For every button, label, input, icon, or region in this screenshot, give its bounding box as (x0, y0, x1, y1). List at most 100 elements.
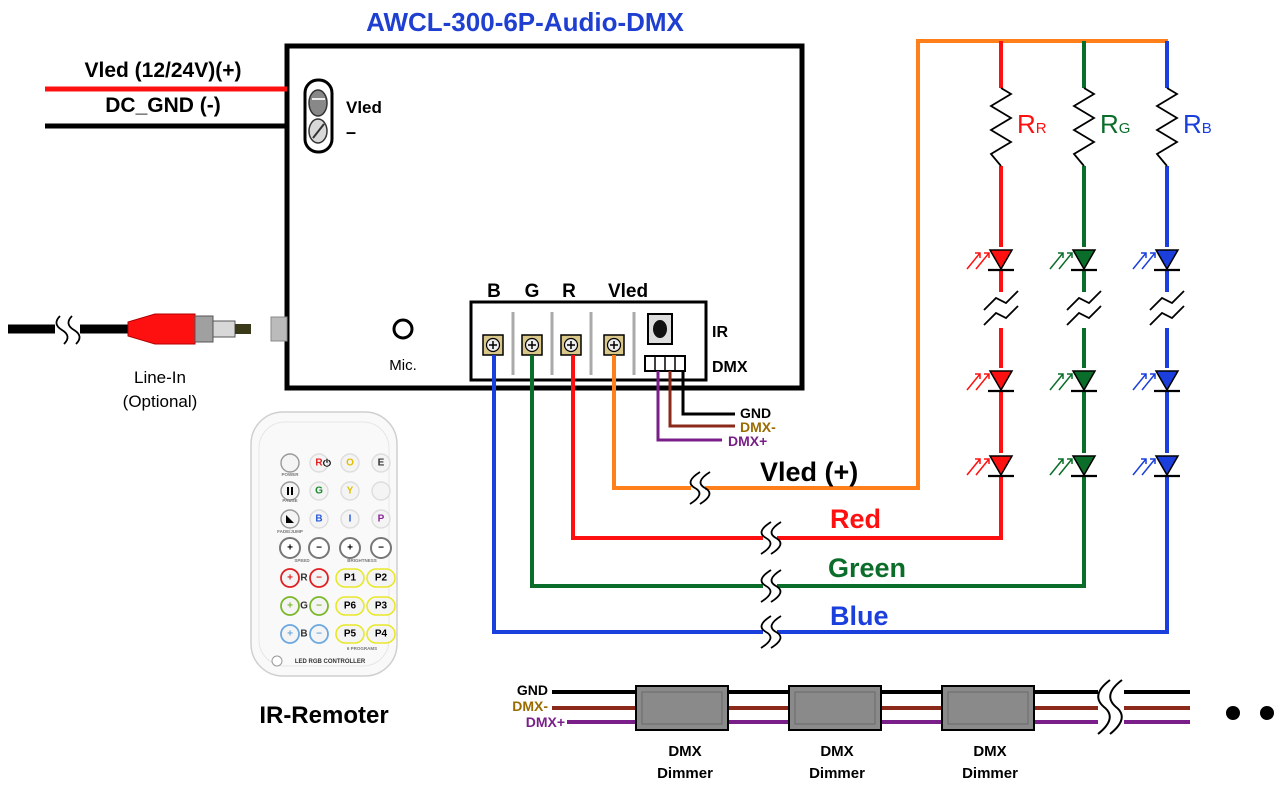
green-wire-label: Green (828, 553, 906, 583)
remote-g-plus (280, 596, 300, 616)
dmx-dimmer-2 (788, 685, 882, 731)
remote-btn-p (371, 509, 391, 529)
remote-btn-power (280, 453, 300, 473)
remote-btn-p-label: P (378, 514, 385, 525)
remote-b-minus-label: − (316, 629, 322, 640)
screw-g (521, 334, 543, 356)
led-green-3 (1049, 453, 1098, 478)
mic-label: Mic. (389, 357, 417, 374)
continuation-dot-1 (1226, 706, 1240, 720)
remote-speed-minus-label: − (316, 543, 322, 554)
remote-btn-e (371, 453, 391, 473)
remote-g-minus-label: − (316, 601, 322, 612)
terminal-screws (482, 312, 636, 375)
screw-b (482, 334, 504, 356)
remote-power-label: POWER (281, 472, 299, 477)
line-in-label: Line-In (134, 368, 186, 387)
led-blue-1 (1132, 247, 1181, 272)
remote-btn-p4-label: P4 (375, 629, 388, 640)
remote-brightness-label: BRIGHTNESS (347, 558, 377, 563)
remote-btn-p1 (335, 568, 365, 588)
mic-icon (392, 318, 414, 340)
remote-btn-blank (371, 481, 391, 501)
remote-btn-p5-label: P5 (344, 629, 357, 640)
remote-speed-plus-label: + (287, 543, 293, 554)
switch-minus-label: – (346, 122, 356, 142)
wire-break-marks (691, 481, 777, 639)
line-in-optional-label: (Optional) (123, 392, 198, 411)
led-break-red (983, 290, 1019, 328)
dmx-socket-icon (644, 355, 686, 372)
remote-bright-plus (339, 537, 361, 559)
dmx-dimmer-1 (635, 685, 729, 731)
dimmer-2-line2: Dimmer (809, 765, 865, 782)
remote-pause-label: PAUSE (282, 498, 297, 503)
remote-btn-o-label: O (346, 458, 354, 469)
diagram-title: AWCL-300-6P-Audio-DMX (366, 7, 684, 37)
remote-programs-label: 6 PROGRAMS (347, 646, 377, 651)
power-switch (303, 78, 334, 154)
remote-btn-p4 (366, 624, 396, 644)
led-red-2 (966, 368, 1015, 393)
remote-btn-p3-label: P3 (375, 601, 388, 612)
blue-wire (492, 41, 1169, 634)
ir-receiver-icon (647, 313, 673, 345)
terminal-label-g: G (525, 281, 540, 302)
resistor-red (989, 87, 1013, 167)
remote-speed-minus (308, 537, 330, 559)
remote-btn-o (340, 453, 360, 473)
remote-brand-label: LED RGB CONTROLLER (295, 659, 366, 665)
remote-btn-p6-label: P6 (344, 601, 357, 612)
remote-r-plus (280, 568, 300, 588)
remote-btn-i (340, 509, 360, 529)
remote-b-plus-label: + (287, 629, 293, 640)
dmx-socket-plus-label: DMX+ (728, 433, 767, 449)
led-red-1 (966, 247, 1015, 272)
remote-r-minus (309, 568, 329, 588)
remote-btn-p1-label: P1 (344, 573, 357, 584)
led-break-green (1066, 290, 1102, 328)
dmx-socket-minus-label: DMX- (740, 419, 776, 435)
dimmer-1-line1: DMX (668, 743, 701, 760)
resistor-green (1072, 87, 1096, 167)
resistor-green-label: RG (1100, 109, 1130, 139)
led-green-2 (1049, 368, 1098, 393)
screw-vled (603, 334, 625, 356)
terminal-label-r: R (562, 281, 576, 302)
dmx-socket-gnd-label: GND (740, 405, 771, 421)
remote-btn-b-label: B (315, 514, 322, 525)
remote-ir-window-icon (271, 655, 283, 667)
vled-input-label: Vled (12/24V)(+) (85, 59, 242, 82)
remote-pause-icon-bar (291, 487, 293, 495)
dimmer-1-line2: Dimmer (657, 765, 713, 782)
remote-speed-plus (279, 537, 301, 559)
remote-btn-b (309, 509, 329, 529)
screw-r (560, 334, 582, 356)
dmx-socket-wires (656, 371, 735, 442)
remote-btn-p3 (366, 596, 396, 616)
remote-btn-y (340, 481, 360, 501)
resistor-blue (1155, 87, 1179, 167)
remote-btn-y-label: Y (347, 486, 354, 497)
remote-power-icon: ⏻ (323, 458, 331, 470)
bus-gnd-label: GND (517, 682, 548, 698)
remote-speed-label: SPEED (294, 558, 310, 563)
remote-btn-r (309, 453, 329, 473)
remote-g-plus-label: + (287, 601, 293, 612)
remote-btn-pause (280, 481, 300, 501)
dmx-label: DMX (712, 359, 748, 376)
remote-r-mid-label: R (300, 573, 308, 584)
remote-g-mid-label: G (300, 601, 308, 612)
bus-break-strokes (1097, 679, 1123, 735)
remote-pause-icon (287, 487, 289, 495)
ir-label: IR (712, 324, 728, 341)
bus-plus-label: DMX+ (526, 714, 565, 730)
remote-bright-minus-label: − (378, 543, 384, 554)
gnd-input-label: DC_GND (-) (105, 94, 221, 117)
remote-btn-p2-label: P2 (375, 573, 388, 584)
bus-minus-label: DMX- (512, 698, 548, 714)
blue-wire-label: Blue (830, 601, 889, 631)
led-red-3 (966, 453, 1015, 478)
